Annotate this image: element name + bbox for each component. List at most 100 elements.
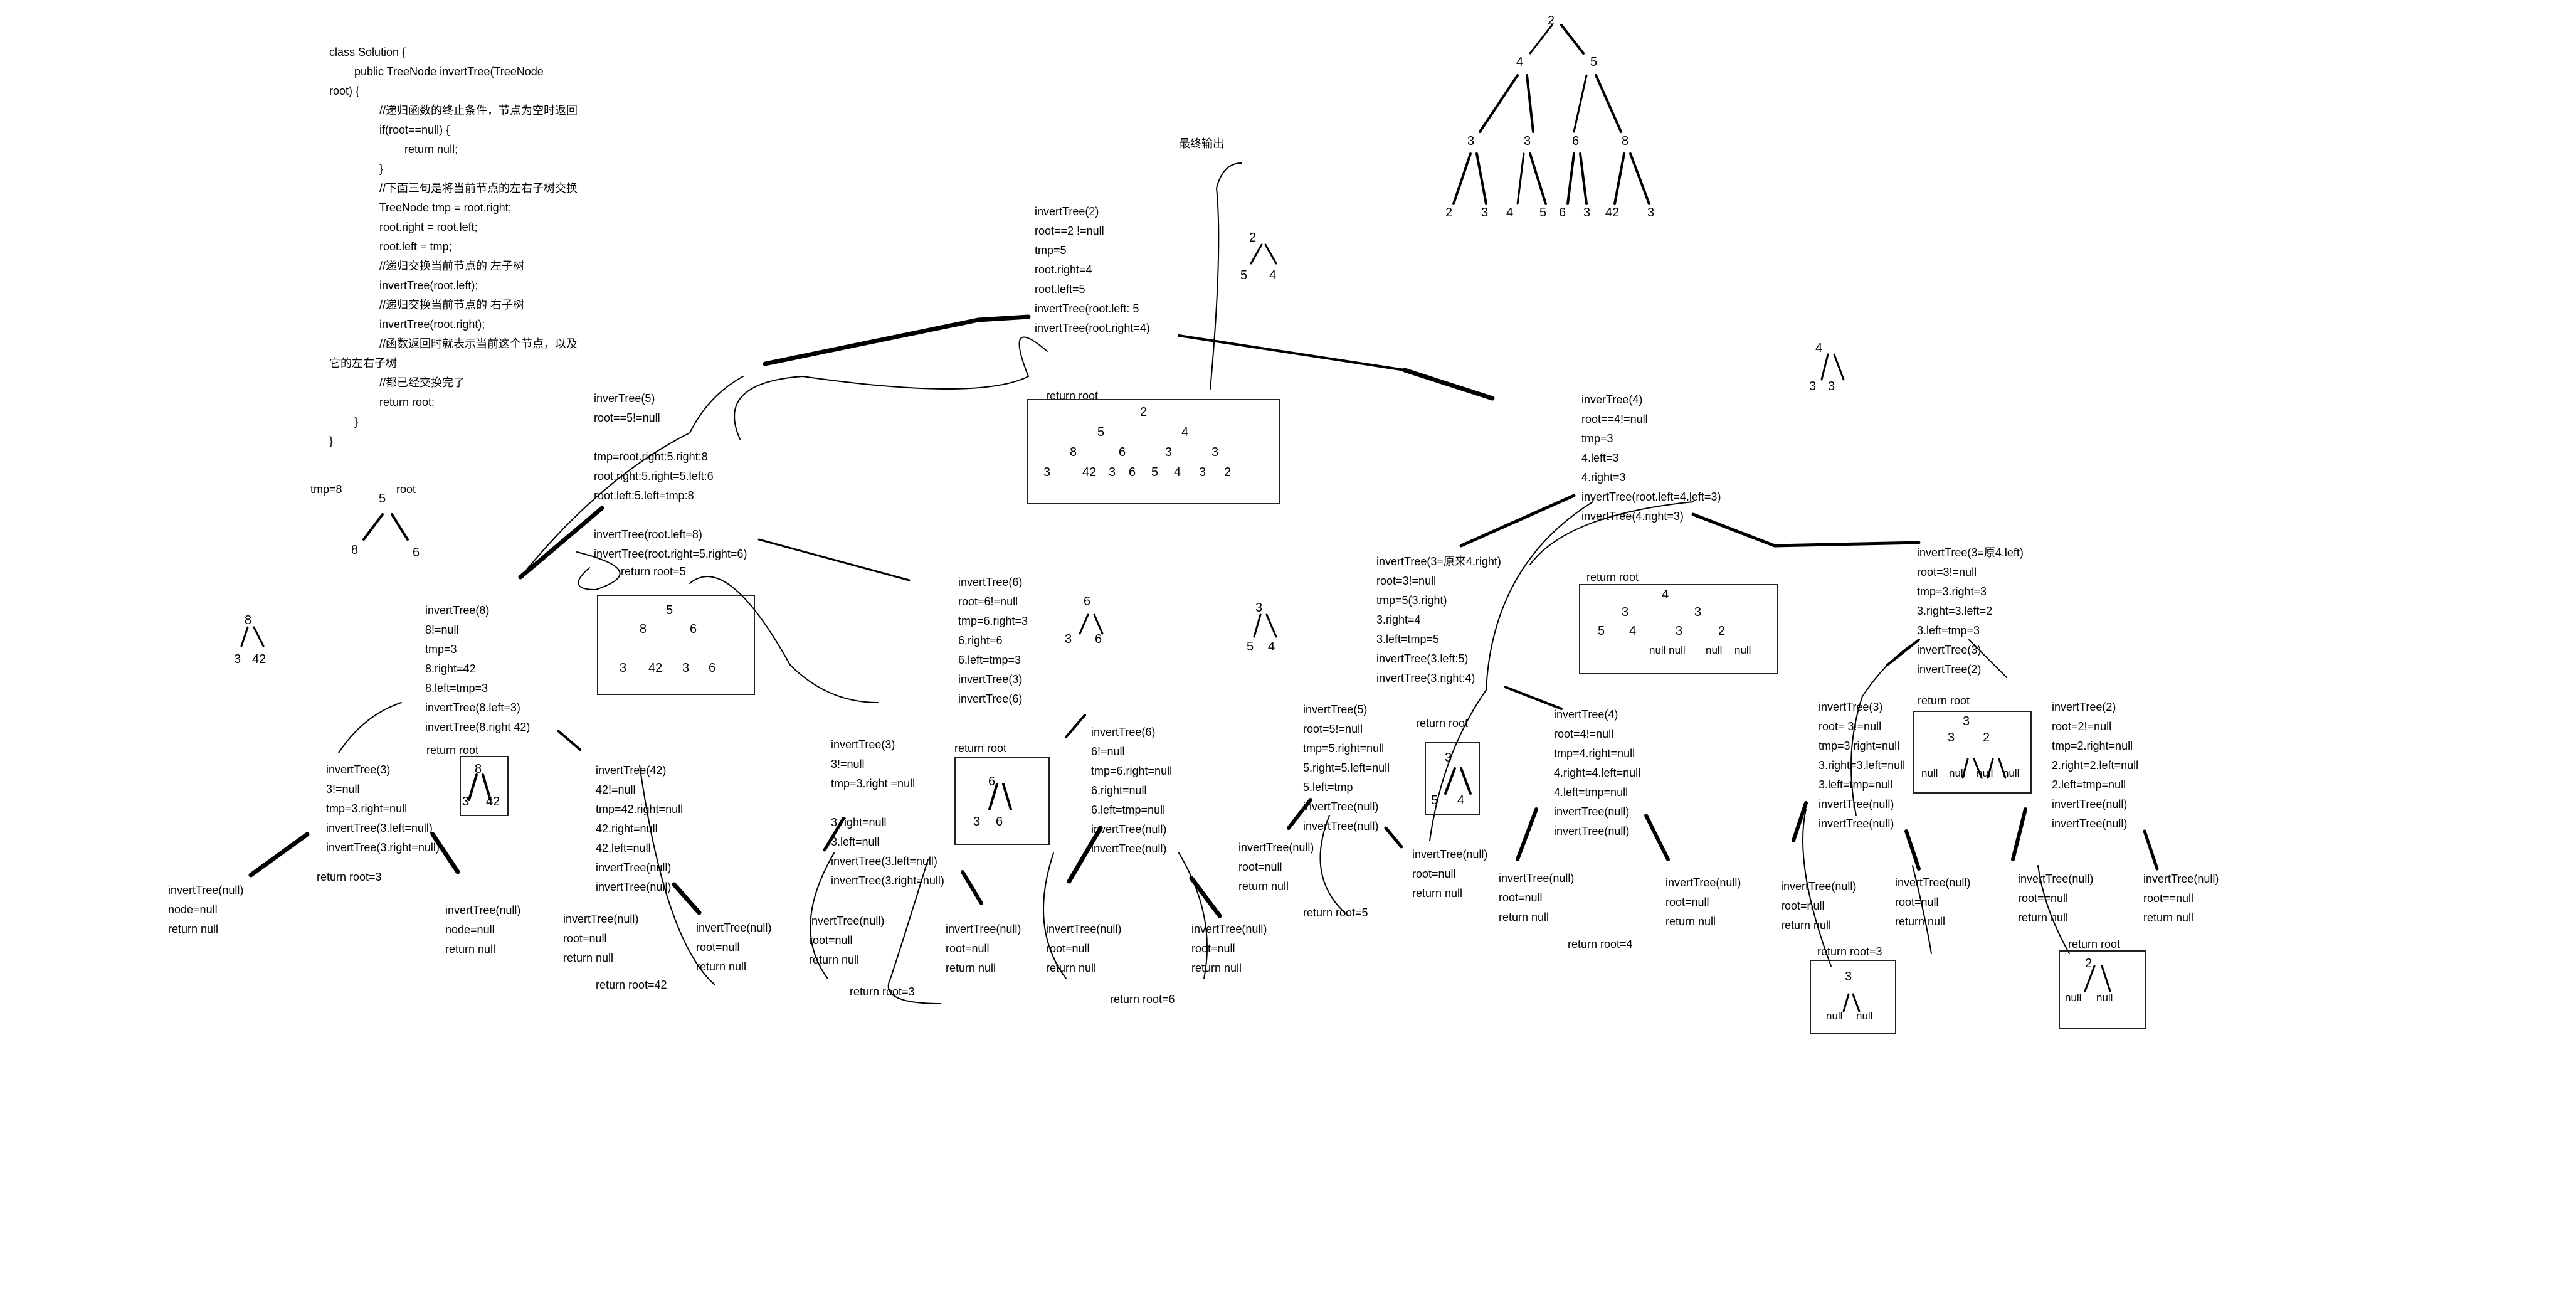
trace-line: root=null [1895,896,1939,908]
box-node: 4 [1629,624,1637,638]
trace-line: return null [1665,915,1716,928]
box-node: 4 [1174,465,1181,479]
return-root-3a: return root=3 [317,871,382,883]
trace-line: invertTree(2) [2052,701,2116,713]
final-tree-node: 8 [1622,134,1629,148]
sketch-node: 4 [1269,268,1277,282]
code-line: root) { [329,85,360,97]
trace-line: invertTree(null) [1499,872,1575,884]
result-box-3r: 3 3 2 null null null null [1913,711,2032,794]
box-node: 3 [1948,731,1955,745]
trace-line: root.right:5.right=5.left:6 [594,470,714,482]
code-line: root.right = root.left; [329,221,478,233]
code-listing: class Solution { public TreeNode invertT… [329,43,578,451]
box-node: null [1921,767,1938,779]
trace-line: invertTree(2) [1917,663,1982,676]
code-line: invertTree(root.right); [329,318,485,331]
trace-line: 3!=null [831,758,865,770]
trace-line: root=null [946,942,990,955]
trace-line: 3.right=null [831,816,887,829]
trace-line: root=null [1499,891,1543,904]
trace-line: invertTree(null) [1819,817,1894,830]
tmp-label: tmp=8 [310,483,342,496]
box-node: 6 [1119,445,1126,459]
trace-line: invertTree(4.right=3) [1581,510,1684,523]
trace-line: invertTree(4) [1554,708,1618,721]
trace-line: invertTree(null) [1091,823,1167,836]
trace-line: invertTree(3=原4.left) [1917,546,2024,559]
trace-line: invertTree(null) [445,904,521,916]
trace-line: invertTree(null) [596,881,672,893]
code-line: 它的左右子树 [329,357,397,369]
box-node: 3 [462,795,470,809]
trace-line: invertTree(null) [168,884,244,896]
trace-line [594,428,747,447]
trace-line: return null [445,943,496,955]
trace-line: invertTree(null) [1412,848,1488,861]
final-tree-node: 4 [1516,55,1524,69]
root-label: root [396,483,416,496]
sketch-node: 3 [1065,632,1072,646]
trace-line: invertTree(root.right=4) [1035,322,1150,334]
result-box-2n: 2 null null [2059,950,2146,1029]
trace-line: tmp=42.right=null [596,803,684,815]
box-node: null [2003,767,2020,779]
trace-line: invertTree(root.left=8) [594,528,702,541]
trace-line: root==5!=null [594,411,660,424]
box-node: 5 [1151,465,1159,479]
trace-line: tmp=3.right =null [831,777,916,790]
final-tree-root: 2 [1548,14,1555,28]
box-node: 8 [640,622,647,636]
trace-line: inverTree(5) [594,392,655,405]
final-tree-leaf: 2 [1445,206,1453,220]
trace-line: return null [1499,911,1549,923]
final-tree-node: 3 [1467,134,1475,148]
trace-line: invertTree(3.right:4) [1376,672,1475,684]
trace-line: 6!=null [1091,745,1125,758]
trace-line: invertTree(null) [1046,923,1122,935]
box-node: null [2096,992,2113,1004]
trace-line: return null [1895,915,1946,928]
trace-line: tmp=3 [425,643,457,656]
trace-line: tmp=6.right=3 [958,615,1028,627]
trace-line: 42.right=null [596,822,658,835]
trace-line: invertTree(3.left=null) [831,855,937,868]
box-node: 3 [1109,465,1116,479]
trace-line: invertTree(null) [2052,817,2128,830]
trace-line: root=3!=null [1917,566,1977,578]
trace-line: 3.right=3.left=2 [1917,605,1993,617]
box-node: 2 [1983,731,1990,745]
trace-line: return null [696,960,747,973]
code-line: if(root==null) { [329,124,450,136]
trace-line: root.right=4 [1035,263,1092,276]
final-tree-leaf: 4 [1506,206,1514,220]
null-call-11: invertTree(null) root=null return null [1499,869,1574,927]
return-root-6-box: return root [954,742,1007,755]
trace-line: 8.left=tmp=3 [425,682,488,694]
trace-line: root=null [1781,900,1825,912]
box-node: 4 [1662,588,1669,602]
trace-line: return null [168,923,219,935]
trace-line: 3.right=4 [1376,613,1421,626]
trace-line: invertTree(null) [1554,805,1630,818]
box-node: 3 [682,661,690,675]
trace-line: invertTree(null) [563,913,639,925]
return-root-3c: return root=3 [1817,945,1882,958]
box-node: 6 [996,815,1003,829]
trace-line: root=null [696,941,740,953]
trace-line: root=null [1046,942,1090,955]
sketch-node: 4 [1815,341,1823,355]
